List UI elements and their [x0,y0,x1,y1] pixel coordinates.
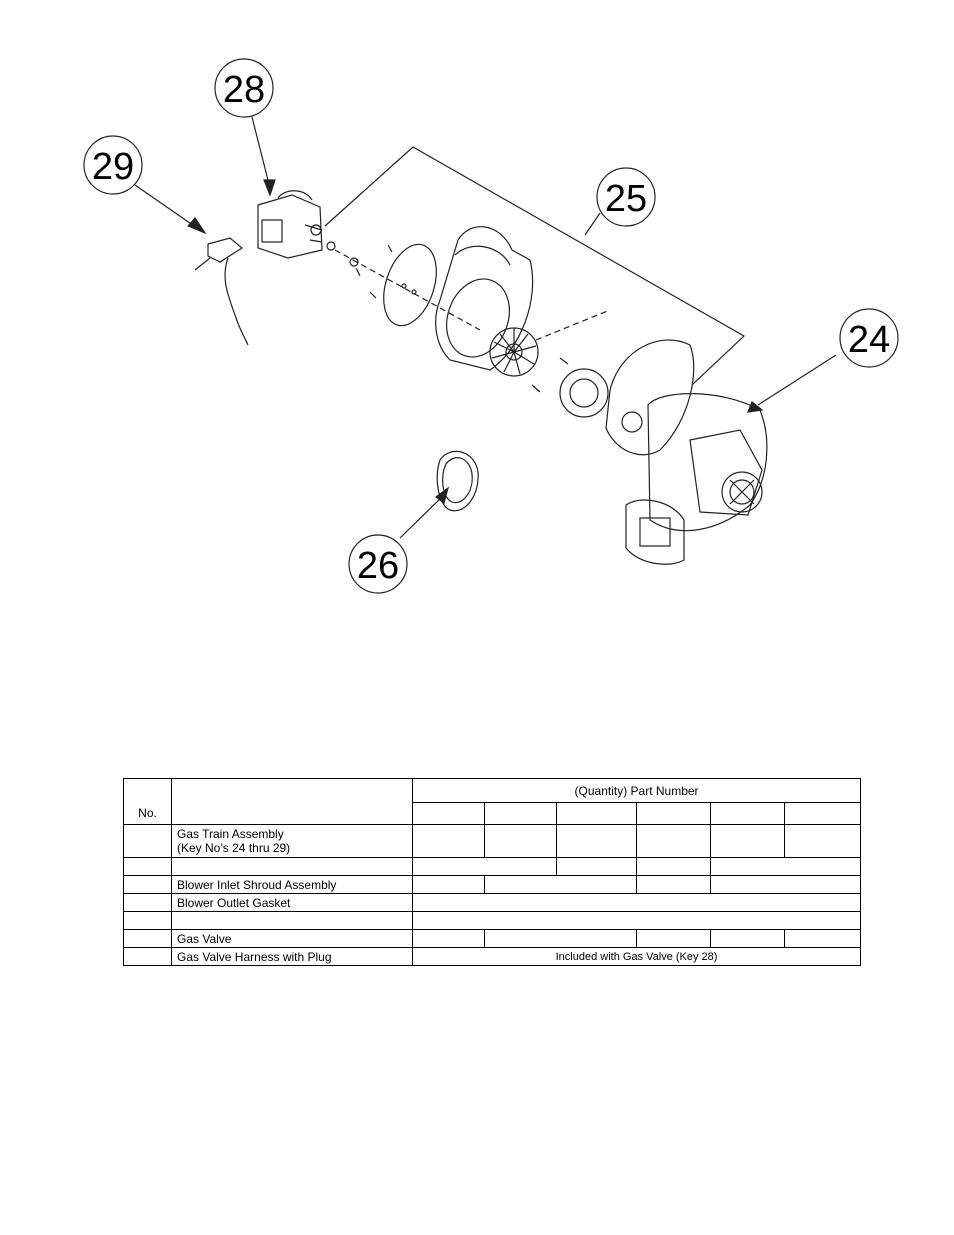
table-row [123,911,862,930]
row-description [171,857,413,876]
column-no-header: No. [123,778,172,825]
table-row [123,857,862,876]
table-row: Blower Outlet Gasket [123,893,862,912]
row-description [171,911,413,930]
callout-24-circle [839,308,899,368]
callout-28-circle [214,58,274,118]
callout-26-circle [348,534,408,594]
row-description: Gas Valve Harness with Plug [171,947,413,966]
parts-table: No. (Quantity) Part Number Gas Train Ass… [123,778,862,966]
table-row: Gas Train Assembly(Key No’s 24 thru 29) [123,824,862,858]
table-row: Blower Inlet Shroud Assembly [123,875,862,894]
callout-26-label: 26 [357,545,399,587]
table-header-row: No. (Quantity) Part Number [123,778,862,825]
table-row: Gas Valve [123,929,862,948]
callout-25-label: 25 [605,178,647,220]
column-quantity-header: (Quantity) Part Number [411,778,862,803]
table-row: Gas Valve Harness with Plug Included wit… [123,947,862,966]
callout-25-circle [596,167,656,227]
table-subheader-row [124,802,862,825]
row-description: Gas Train Assembly(Key No’s 24 thru 29) [171,824,413,858]
callout-29-circle [83,135,143,195]
row-description: Gas Valve [171,929,413,948]
exploded-parts-diagram: 28 29 25 24 26 [83,58,899,594]
callout-24-label: 24 [848,319,890,361]
row-description: Blower Outlet Gasket [171,893,413,912]
row-description: Blower Inlet Shroud Assembly [171,875,413,894]
merged-value-cell: Included with Gas Valve (Key 28) [411,947,862,966]
column-description-header [171,778,413,825]
callout-28-label: 28 [223,69,265,111]
callout-29-label: 29 [92,146,134,188]
